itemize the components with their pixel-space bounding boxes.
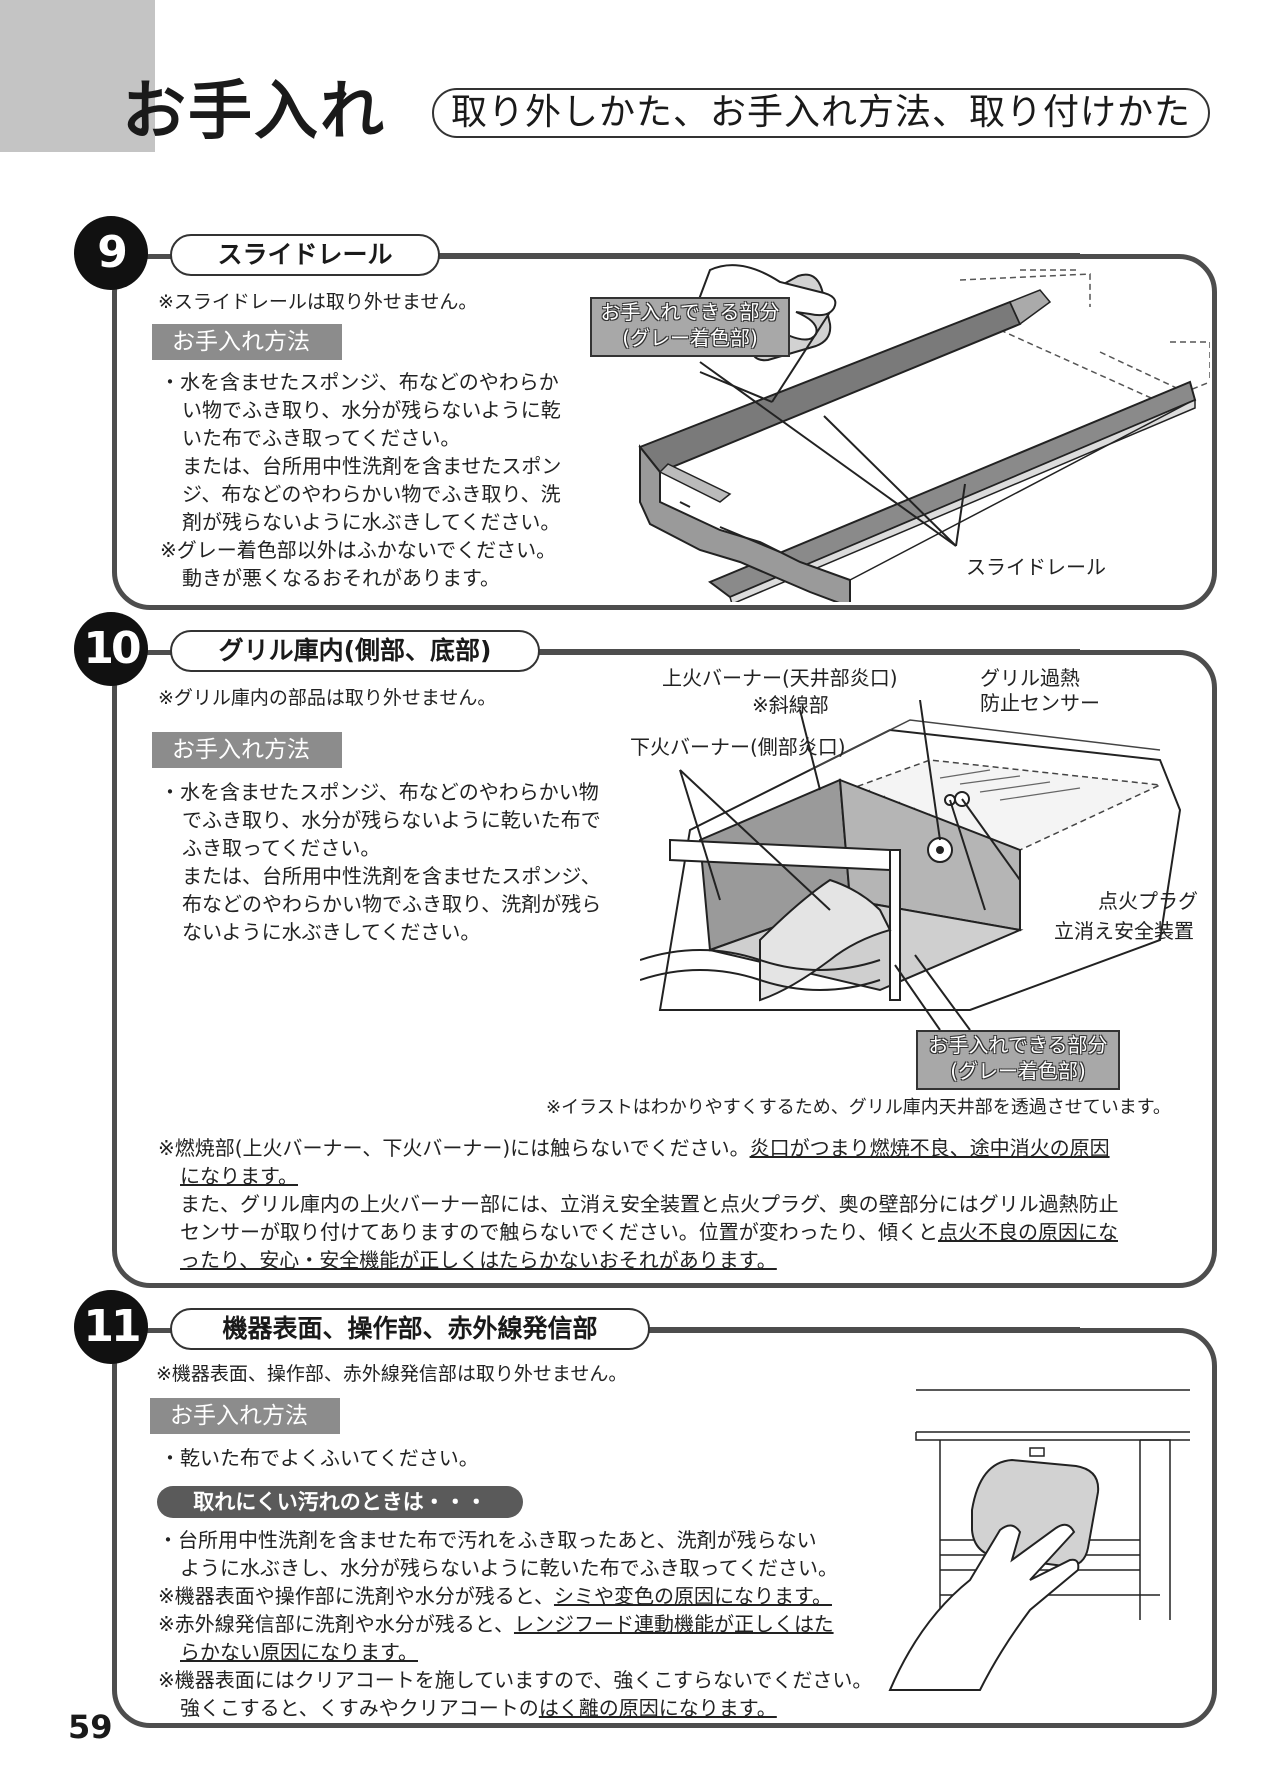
grill-interior-illustration	[640, 700, 1182, 1030]
section-10-body: ・水を含ませたスポンジ、布などのやわらかい物 でふき取り、水分が残らないように乾…	[160, 778, 640, 946]
warning-text: また、グリル庫内の上火バーナー部には、立消え安全装置と点火プラグ、奥の壁部分には…	[180, 1192, 1119, 1216]
appliance-surface-illustration	[888, 1389, 1190, 1691]
section-11-heading-line	[640, 1327, 1080, 1332]
section-11-method-label: お手入れ方法	[150, 1398, 340, 1434]
section-9-badge: 9	[74, 216, 148, 290]
text-line: または、台所用中性洗剤を含ませたスポン	[182, 454, 562, 478]
warning-text: センサーが取り付けてありますので触らないでください。位置が変わったり、傾くと	[180, 1220, 938, 1244]
callout-line: お手入れできる部分	[928, 1033, 1108, 1057]
ignition-plug-label: 点火プラグ	[1098, 889, 1198, 913]
illustration-note: ※イラストはわかりやすくするため、グリル庫内天井部を透過させています。	[546, 1097, 1171, 1118]
section-11-note: ※機器表面、操作部、赤外線発信部は取り外せません。	[156, 1363, 628, 1385]
section-9-method-label: お手入れ方法	[152, 324, 342, 360]
section-9-heading-line	[430, 253, 1080, 258]
section-11-badge: 11	[74, 1290, 148, 1364]
safety-device-label: 立消え安全装置	[1054, 919, 1194, 943]
text-line: ※機器表面にはクリアコートを施していますので、強くこすらないでください。	[158, 1668, 873, 1692]
text-line: 動きが悪くなるおそれがあります。	[182, 566, 500, 590]
text-line: 剤が残らないように水ぶきしてください。	[182, 510, 561, 534]
lower-burner-label: 下火バーナー(側部炎口)	[630, 735, 846, 759]
page-number: 59	[68, 1708, 113, 1746]
section-10-method-label: お手入れ方法	[152, 732, 342, 768]
callout-line: お手入れできる部分	[600, 300, 780, 324]
text-line: でふき取り、水分が残らないように乾いた布で	[182, 808, 601, 832]
text-line: ※機器表面や操作部に洗剤や水分が残ると、	[158, 1584, 554, 1608]
header-gray-block	[0, 0, 155, 152]
text-line: ふき取ってください。	[182, 836, 381, 860]
text-line: ※赤外線発信部に洗剤や水分が残ると、	[158, 1612, 514, 1636]
text-underline: シミや変色の原因になります。	[553, 1584, 832, 1608]
hatched-label: ※斜線部	[752, 693, 829, 717]
section-9-note: ※スライドレールは取り外せません。	[158, 291, 478, 313]
text-line: いた布でふき取ってください。	[182, 426, 461, 450]
text-underline: はく離の原因になります。	[538, 1696, 777, 1720]
upper-burner-label: 上火バーナー(天井部炎口)	[662, 666, 898, 690]
text-underline: らかない原因になります。	[180, 1640, 418, 1664]
page-title: お手入れ	[122, 75, 386, 149]
text-line: ように水ぶきし、水分が残らないように乾いた布でふき取ってください。	[180, 1556, 838, 1580]
text-line: または、台所用中性洗剤を含ませたスポンジ、	[182, 864, 601, 888]
section-10-warning: ※燃焼部(上火バーナー、下火バーナー)には触らないでください。炎口がつまり燃焼不…	[158, 1134, 1198, 1274]
slide-rail-label: スライドレール	[966, 555, 1106, 579]
section-11-dry-wipe: ・乾いた布でよくふいてください。	[160, 1446, 479, 1470]
text-line: ・水を含ませたスポンジ、布などのやわらかい物	[160, 780, 599, 804]
section-9-callout: お手入れできる部分 (グレー着色部)	[590, 297, 790, 357]
section-10-heading: グリル庫内(側部、底部)	[170, 630, 540, 672]
section-10-badge: 10	[74, 612, 148, 686]
warning-underline: 点火不良の原因にな	[938, 1220, 1118, 1244]
section-9-body: ・水を含ませたスポンジ、布などのやわらか い物でふき取り、水分が残らないように乾…	[160, 368, 610, 592]
text-line: ・台所用中性洗剤を含ませた布で汚れをふき取ったあと、洗剤が残らない	[158, 1528, 817, 1552]
callout-line: (グレー着色部)	[622, 326, 758, 350]
warning-underline: ったり、安心・安全機能が正しくはたらかないおそれがあります。	[180, 1248, 777, 1272]
page-subtitle: 取り外しかた、お手入れ方法、取り付けかた	[432, 88, 1210, 138]
text-line: ないように水ぶきしてください。	[182, 920, 481, 944]
section-10-callout: お手入れできる部分 (グレー着色部)	[916, 1030, 1120, 1090]
text-line: い物でふき取り、水分が残らないように乾	[182, 398, 561, 422]
callout-line: (グレー着色部)	[950, 1059, 1086, 1083]
sensor-label-2: 防止センサー	[980, 691, 1100, 715]
text-underline: レンジフード連動機能が正しくはた	[513, 1612, 834, 1636]
text-line: 強くこすると、くすみやクリアコートの	[180, 1696, 539, 1720]
section-11-heading: 機器表面、操作部、赤外線発信部	[170, 1308, 650, 1350]
section-10-heading-line	[530, 649, 1080, 654]
text-line: ※グレー着色部以外はふかないでください。	[160, 538, 557, 562]
section-9-heading: スライドレール	[170, 234, 440, 276]
sensor-label-1: グリル過熱	[980, 666, 1080, 690]
warning-underline: 炎口がつまり燃焼不良、途中消火の原因	[749, 1136, 1110, 1160]
warning-text: ※燃焼部(上火バーナー、下火バーナー)には触らないでください。	[158, 1136, 750, 1160]
text-line: 布などのやわらかい物でふき取り、洗剤が残ら	[182, 892, 602, 916]
section-10-note: ※グリル庫内の部品は取り外せません。	[158, 687, 497, 709]
text-line: ・水を含ませたスポンジ、布などのやわらか	[160, 370, 559, 394]
tough-stain-label: 取れにくい汚れのときは・・・	[157, 1486, 523, 1518]
warning-underline: になります。	[180, 1164, 298, 1188]
text-line: ジ、布などのやわらかい物でふき取り、洗	[182, 482, 561, 506]
section-11-body: ・台所用中性洗剤を含ませた布で汚れをふき取ったあと、洗剤が残らない ように水ぶき…	[158, 1526, 878, 1722]
